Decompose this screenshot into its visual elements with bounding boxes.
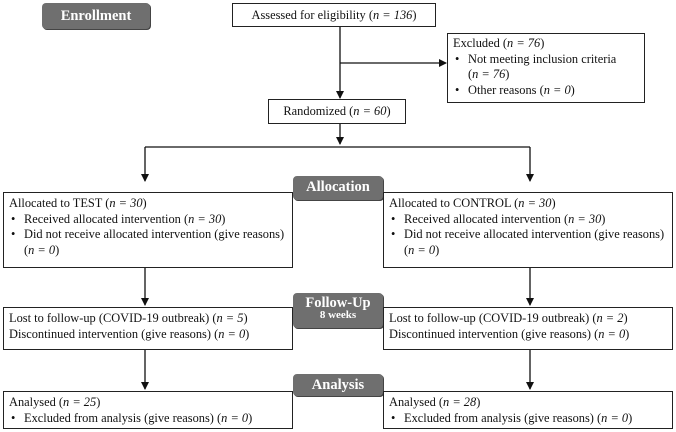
analysis-test-n: n = 25 bbox=[63, 395, 97, 409]
allocation-control-n: n = 30 bbox=[518, 196, 552, 210]
analysis-test-box: Analysed (n = 25) Excluded from analysis… bbox=[3, 391, 293, 429]
analysis-test-excluded: Excluded from analysis (give reasons) (n… bbox=[9, 411, 287, 427]
analysis-control-excluded: Excluded from analysis (give reasons) (n… bbox=[389, 411, 667, 427]
randomized-label: Randomized bbox=[283, 104, 347, 118]
stage-followup-title: Follow-Up bbox=[305, 295, 371, 311]
allocation-test-not-received: Did not receive allocated intervention (… bbox=[9, 227, 287, 258]
analysis-test-label: Analysed bbox=[9, 395, 56, 409]
allocation-control-not-received: Did not receive allocated intervention (… bbox=[389, 227, 667, 258]
allocation-control-received: Received allocated intervention (n = 30) bbox=[389, 212, 667, 228]
allocation-test-label: Allocated to TEST bbox=[9, 196, 103, 210]
excluded-reason-other: Other reasons (n = 0) bbox=[453, 83, 639, 99]
excluded-box: Excluded (n = 76) Not meeting inclusion … bbox=[447, 33, 645, 103]
allocation-control-box: Allocated to CONTROL (n = 30) Received a… bbox=[383, 192, 673, 268]
eligibility-n: n = 136 bbox=[373, 8, 413, 22]
analysis-control-n: n = 28 bbox=[443, 395, 477, 409]
randomized-n: n = 60 bbox=[353, 104, 387, 118]
followup-test-box: Lost to follow-up (COVID-19 outbreak) (n… bbox=[3, 307, 293, 350]
followup-control-discontinued: Discontinued intervention (give reasons)… bbox=[389, 326, 630, 341]
stage-analysis: Analysis bbox=[293, 374, 383, 396]
eligibility-label: Assessed for eligibility bbox=[251, 8, 366, 22]
allocation-control-label: Allocated to CONTROL bbox=[389, 196, 512, 210]
eligibility-box: Assessed for eligibility (n = 136) bbox=[232, 3, 436, 27]
randomized-box: Randomized (n = 60) bbox=[268, 99, 406, 124]
followup-control-lost: Lost to follow-up (COVID-19 outbreak) (n… bbox=[389, 311, 628, 325]
followup-test-discontinued: Discontinued intervention (give reasons)… bbox=[9, 326, 250, 341]
stage-enrollment: Enrollment bbox=[42, 3, 150, 29]
allocation-test-box: Allocated to TEST (n = 30) Received allo… bbox=[3, 192, 293, 268]
followup-test-lost: Lost to follow-up (COVID-19 outbreak) (n… bbox=[9, 311, 248, 325]
stage-followup-duration: 8 weeks bbox=[319, 309, 357, 321]
analysis-control-box: Analysed (n = 28) Excluded from analysis… bbox=[383, 391, 673, 429]
allocation-test-received: Received allocated intervention (n = 30) bbox=[9, 212, 287, 228]
excluded-reason-criteria: Not meeting inclusion criteria(n = 76) bbox=[453, 52, 639, 83]
followup-control-box: Lost to follow-up (COVID-19 outbreak) (n… bbox=[383, 307, 673, 350]
analysis-control-label: Analysed bbox=[389, 395, 436, 409]
stage-followup: Follow-Up 8 weeks bbox=[293, 293, 383, 328]
excluded-n: n = 76 bbox=[507, 36, 541, 50]
allocation-test-n: n = 30 bbox=[109, 196, 143, 210]
stage-allocation: Allocation bbox=[293, 176, 383, 200]
excluded-label: Excluded bbox=[453, 36, 500, 50]
